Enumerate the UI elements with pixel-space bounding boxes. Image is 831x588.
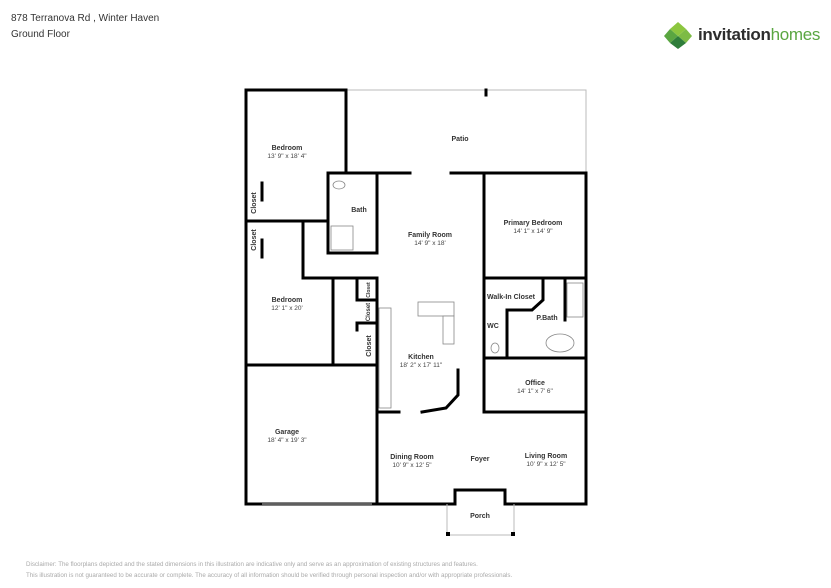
property-address: 878 Terranova Rd , Winter Haven bbox=[11, 13, 160, 24]
room-label-bath: Bath bbox=[351, 207, 367, 214]
bath-wall bbox=[326, 171, 379, 255]
kitchen-counter bbox=[378, 307, 392, 409]
logo-text: invitationhomes bbox=[698, 25, 821, 44]
patio-outline bbox=[346, 89, 587, 173]
room-label-closet: Closet bbox=[251, 229, 258, 251]
room-label-family-room: Family Room bbox=[408, 232, 452, 239]
kitchen-wall bbox=[420, 368, 460, 414]
kitchen-counter bbox=[442, 315, 455, 345]
porch-outline bbox=[446, 504, 515, 536]
room-label-dining-room: Dining Room bbox=[390, 454, 434, 461]
room-label-wc: WC bbox=[487, 323, 499, 330]
invitation-homes-logo: invitationhomes bbox=[664, 21, 820, 49]
room-label-primary-bedroom: Primary Bedroom bbox=[504, 220, 563, 227]
wall bbox=[301, 219, 379, 506]
exterior-wall-right bbox=[375, 171, 588, 506]
room-dims: 12' 1" x 20' bbox=[271, 305, 303, 312]
toilet bbox=[490, 342, 500, 354]
bathtub bbox=[566, 282, 584, 318]
room-label-office: Office bbox=[525, 380, 545, 387]
room-label-closet: Closet bbox=[251, 192, 258, 214]
toilet bbox=[332, 180, 346, 190]
porch-post bbox=[446, 532, 450, 536]
floor-label: Ground Floor bbox=[11, 29, 70, 40]
room-dims: 18' 2" x 17' 11" bbox=[400, 362, 443, 369]
room-label-primary-bath: P.Bath bbox=[536, 315, 557, 322]
room-label-closet: Closet bbox=[366, 282, 372, 298]
shower bbox=[330, 225, 354, 251]
room-label-living-room: Living Room bbox=[525, 453, 567, 460]
disclaimer-line-1: Disclaimer: The floorplans depicted and … bbox=[26, 561, 478, 568]
room-label-garage: Garage bbox=[275, 429, 299, 436]
room-label-porch: Porch bbox=[470, 513, 490, 520]
room-label-kitchen: Kitchen bbox=[408, 354, 434, 361]
soaking-tub bbox=[545, 333, 575, 353]
room-dims: 14' 1" x 14' 9" bbox=[513, 228, 553, 235]
room-dims: 14' 9" x 18' bbox=[414, 240, 446, 247]
porch-post bbox=[511, 532, 515, 536]
room-label-closet: Closet bbox=[366, 335, 373, 357]
room-label-bedroom: Bedroom bbox=[272, 145, 303, 152]
room-dims: 18' 4" x 19' 3" bbox=[267, 437, 307, 444]
room-label-closet: Closet bbox=[366, 303, 372, 321]
logo-mark-icon bbox=[664, 22, 692, 49]
room-dims: 10' 9" x 12' 5" bbox=[392, 462, 432, 469]
room-label-foyer: Foyer bbox=[470, 456, 489, 463]
kitchen-island bbox=[417, 301, 455, 317]
room-dims: 13' 9" x 18' 4" bbox=[267, 153, 307, 160]
room-label-patio: Patio bbox=[451, 136, 468, 143]
disclaimer-line-2: This illustration is not guaranteed to b… bbox=[26, 572, 513, 579]
wall bbox=[505, 276, 545, 360]
room-label-walk-in-closet: Walk-In Closet bbox=[487, 294, 536, 301]
room-label-bedroom: Bedroom bbox=[272, 297, 303, 304]
room-dims: 14' 1" x 7' 6" bbox=[517, 388, 553, 395]
room-dims: 10' 9" x 12' 5" bbox=[526, 461, 566, 468]
